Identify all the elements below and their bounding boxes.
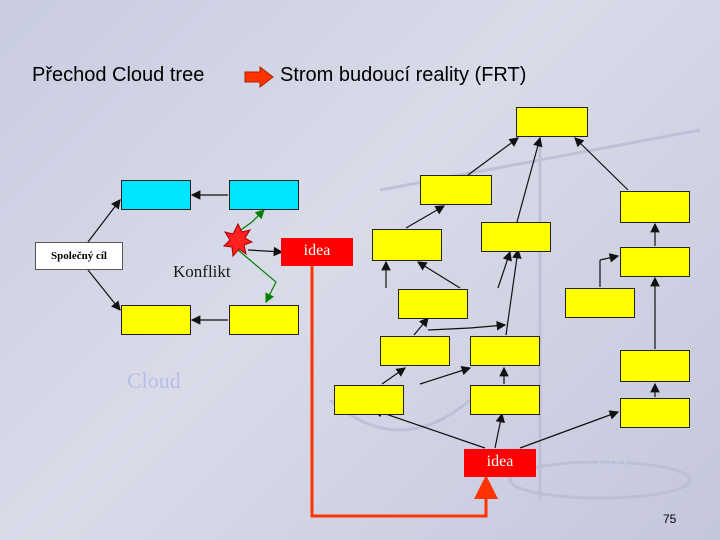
conflict-explosion-icon bbox=[222, 222, 254, 258]
frt-box bbox=[481, 222, 551, 252]
idea-transition-path bbox=[310, 266, 498, 518]
frt-box bbox=[620, 191, 690, 223]
cloud-label: Cloud bbox=[127, 368, 181, 393]
title-left: Přechod Cloud tree bbox=[32, 64, 205, 86]
common-goal-box: Společný cíl bbox=[35, 242, 123, 270]
frt-box bbox=[420, 175, 492, 205]
frt-box bbox=[398, 289, 468, 319]
frt-box bbox=[470, 385, 540, 415]
frt-label: FRT bbox=[596, 456, 632, 478]
frt-box bbox=[620, 398, 690, 428]
frt-box bbox=[380, 336, 450, 366]
page-number: 75 bbox=[663, 512, 677, 526]
cloud-arrow-idea bbox=[247, 246, 284, 257]
conflict-link-top bbox=[237, 209, 265, 233]
frt-box bbox=[620, 247, 690, 277]
transition-arrow-icon bbox=[244, 66, 274, 88]
frt-box bbox=[372, 229, 442, 261]
frt-box bbox=[565, 288, 635, 318]
cloud-idea-box: idea bbox=[281, 238, 353, 266]
cloud-arrow-goal-bottom bbox=[87, 269, 121, 311]
cloud-need-box-bottom-left bbox=[121, 305, 191, 335]
title-right: Strom budoucí reality (FRT) bbox=[280, 64, 527, 86]
cloud-prereq-box-bottom-right bbox=[229, 305, 299, 335]
cloud-need-box-top-left bbox=[121, 180, 191, 210]
frt-idea-box: idea bbox=[464, 449, 536, 477]
frt-box bbox=[334, 385, 404, 415]
cloud-prereq-box-top-right bbox=[229, 180, 299, 210]
conflict-link-bottom bbox=[237, 249, 277, 304]
frt-box-top bbox=[516, 107, 588, 137]
conflict-label: Konflikt bbox=[173, 262, 231, 281]
cloud-arrow-goal-top bbox=[87, 199, 121, 243]
frt-box bbox=[470, 336, 540, 366]
frt-box bbox=[620, 350, 690, 382]
